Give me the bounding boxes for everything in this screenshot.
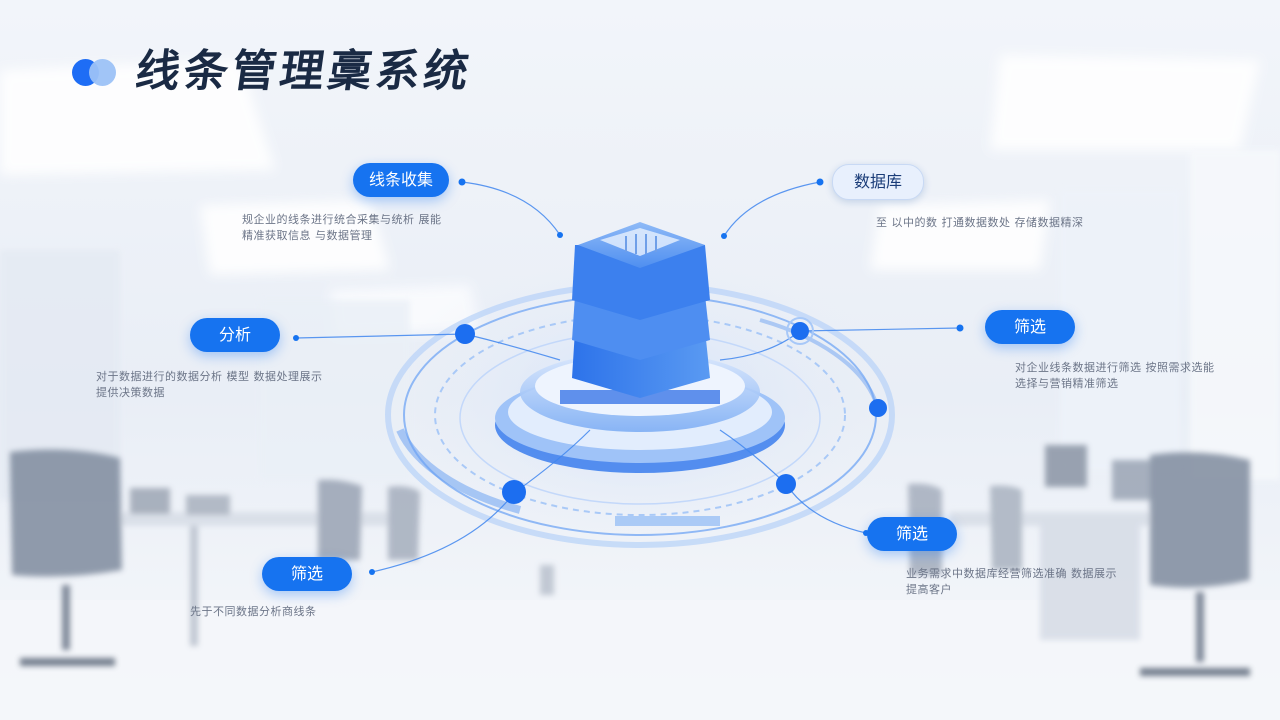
- node-db-desc: 至 以中的数 打通数据数处 存储数据精深: [876, 216, 1084, 229]
- node-analysis-desc: 对于数据进行的数据分析 模型 数据处理展示提供决策数据: [96, 370, 323, 399]
- header: 线条管理稾系统: [72, 44, 476, 100]
- node-analysis-label[interactable]: 分析: [190, 318, 280, 352]
- logo-icon: [72, 57, 118, 87]
- node-collect-desc: 规企业的线条进行统合采集与统析 展能精准获取信息 与数据管理: [242, 213, 442, 242]
- node-filter-bottom-right-desc: 业务需求中数据库经营筛选准确 数据展示提高客户: [906, 567, 1117, 596]
- node-filter-right-label[interactable]: 筛选: [985, 310, 1075, 344]
- node-filter-right-desc: 对企业线条数据进行筛选 按照需求选能选择与营销精准筛选: [1015, 361, 1215, 390]
- node-filter-bottom-left-label[interactable]: 筛选: [262, 557, 352, 591]
- node-filter-bottom-left-desc: 先于不同数据分析商线条: [190, 605, 317, 618]
- node-collect-label[interactable]: 线条收集: [353, 163, 450, 197]
- page-title: 线条管理稾系统: [132, 46, 476, 97]
- node-filter-bottom-right-label[interactable]: 筛选: [867, 517, 957, 551]
- node-db-label[interactable]: 数据库: [832, 164, 924, 200]
